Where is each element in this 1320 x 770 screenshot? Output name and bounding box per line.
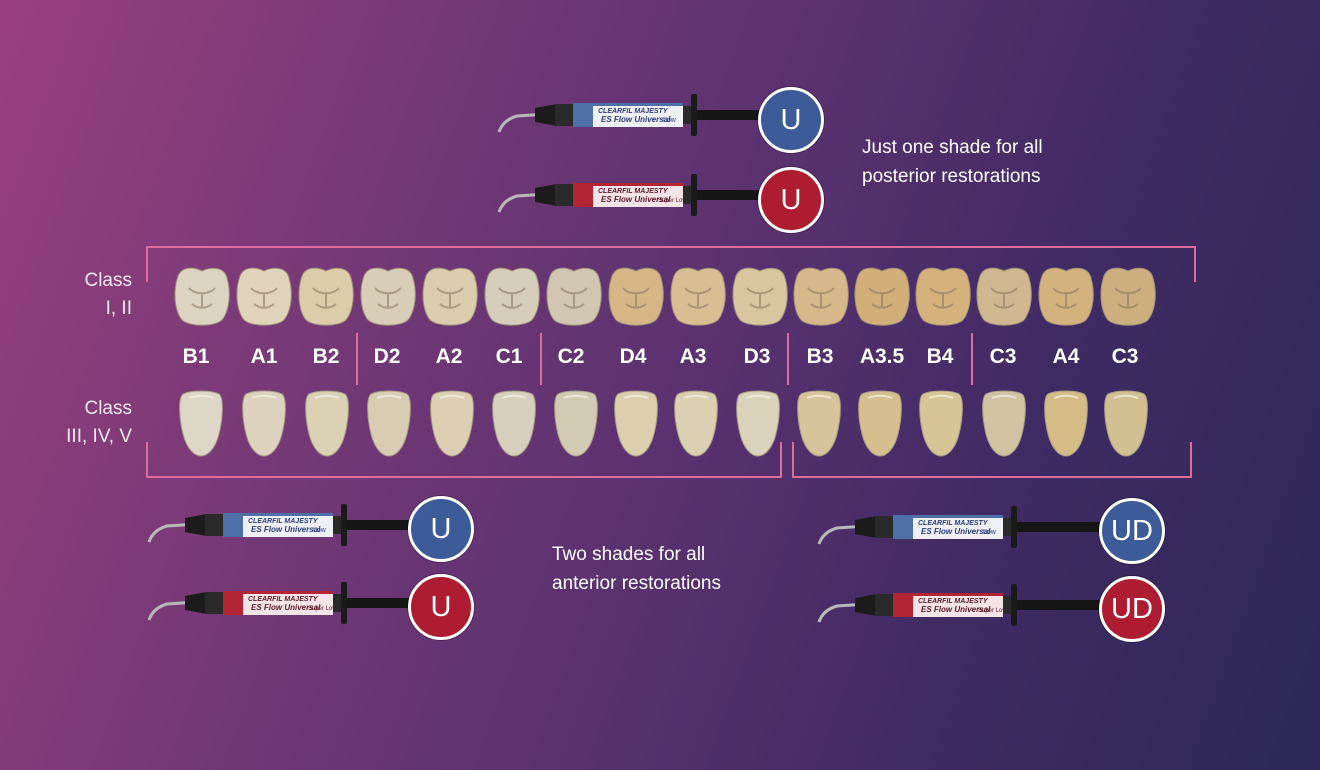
syringe-brand-text: CLEARFIL MAJESTY: [598, 188, 669, 195]
syringe-product-text: ES Flow Universal: [251, 603, 321, 612]
syringe-product-text: ES Flow Universal: [251, 525, 321, 534]
incisor-tooth-c3: [982, 390, 1026, 457]
badge-right-low: UD: [1099, 498, 1165, 564]
shade-group-separator: [356, 333, 358, 385]
incisor-tooth-c1: [492, 390, 536, 457]
syringe-product-text: ES Flow Universal: [921, 527, 991, 536]
bracket-posterior: [146, 246, 1196, 282]
shade-label: A3.5: [859, 345, 905, 368]
bottom-note-line-2: anterior restorations: [552, 573, 721, 594]
syringe-product-text: ES Flow Universal: [921, 605, 991, 614]
molar-tooth-a1: [236, 267, 292, 326]
top-note: Just one shade for all posterior restora…: [862, 133, 1043, 191]
bracket-anterior-left: [146, 442, 782, 478]
molar-tooth-d3: [732, 267, 788, 326]
incisor-tooth-d2: [367, 390, 411, 457]
molar-tooth-b4: [915, 267, 971, 326]
syringe-left-low: CLEARFIL MAJESTY ES Flow Universal Low: [147, 504, 412, 546]
molar-tooth-d4: [608, 267, 664, 326]
syringe-brand-text: CLEARFIL MAJESTY: [918, 520, 989, 527]
shade-label: C3: [1111, 345, 1139, 368]
molar-tooth-a3: [670, 267, 726, 326]
class-label-anterior-line-1: Class: [84, 398, 132, 419]
shade-label: A3: [679, 345, 707, 368]
syringe-viscosity-text: Low: [313, 527, 327, 534]
incisor-tooth-b2: [305, 390, 349, 457]
badge-left-super-low: U: [408, 574, 474, 640]
syringe-viscosity-text: Low: [663, 117, 677, 124]
top-note-line-2: posterior restorations: [862, 166, 1041, 187]
syringe-viscosity-text: Low: [983, 529, 997, 536]
syringe-product-text: ES Flow Universal: [601, 195, 671, 204]
shade-label: B4: [926, 345, 954, 368]
molar-tooth-b2: [298, 267, 354, 326]
incisor-tooth-a4: [1044, 390, 1088, 457]
molar-tooth-d2: [360, 267, 416, 326]
shade-label: C1: [495, 345, 523, 368]
shade-label: B3: [806, 345, 834, 368]
shade-label: A2: [435, 345, 463, 368]
shade-label: A4: [1052, 345, 1080, 368]
bracket-anterior-right: [792, 442, 1192, 478]
molar-tooth-c3: [976, 267, 1032, 326]
incisor-tooth-c2: [554, 390, 598, 457]
shade-group-separator: [787, 333, 789, 385]
incisor-tooth-d4: [614, 390, 658, 457]
shade-label: D2: [373, 345, 401, 368]
syringe-right-low: CLEARFIL MAJESTY ES Flow Universal Low: [817, 506, 1102, 548]
syringe-brand-text: CLEARFIL MAJESTY: [598, 108, 669, 115]
shade-label: A1: [250, 345, 278, 368]
incisor-tooth-d3: [736, 390, 780, 457]
class-label-posterior-line-2: I, II: [105, 298, 132, 319]
incisor-tooth-a2: [430, 390, 474, 457]
syringe-top-super-low: CLEARFIL MAJESTY ES Flow Universal Super…: [497, 174, 762, 216]
badge-top-super-low: U: [758, 167, 824, 233]
class-label-anterior: Class III, IV, V: [30, 395, 132, 451]
shade-label: D4: [619, 345, 647, 368]
molar-tooth-a3-5: [854, 267, 910, 326]
shade-label: B2: [312, 345, 340, 368]
syringe-top-low: CLEARFIL MAJESTY ES Flow Universal Low: [497, 94, 762, 136]
incisor-tooth-a1: [242, 390, 286, 457]
incisor-tooth-b1: [179, 390, 223, 457]
molar-tooth-c2: [546, 267, 602, 326]
incisor-tooth-c3-second: [1104, 390, 1148, 457]
badge-left-low: U: [408, 496, 474, 562]
molar-tooth-c3-second: [1100, 267, 1156, 326]
shade-label: C2: [557, 345, 585, 368]
syringe-product-text: ES Flow Universal: [601, 115, 671, 124]
syringe-right-super-low: CLEARFIL MAJESTY ES Flow Universal Super…: [817, 584, 1102, 626]
shade-label: D3: [743, 345, 771, 368]
syringe-left-super-low: CLEARFIL MAJESTY ES Flow Universal Super…: [147, 582, 412, 624]
syringe-viscosity-text: Super Low: [308, 606, 337, 612]
syringe-brand-text: CLEARFIL MAJESTY: [248, 596, 319, 603]
top-note-line-1: Just one shade for all: [862, 137, 1043, 158]
molar-tooth-a2: [422, 267, 478, 326]
badge-top-low: U: [758, 87, 824, 153]
class-label-posterior-line-1: Class: [84, 270, 132, 291]
shade-group-separator: [971, 333, 973, 385]
badge-right-super-low: UD: [1099, 576, 1165, 642]
class-label-posterior: Class I, II: [40, 267, 132, 323]
syringe-viscosity-text: Super Low: [978, 608, 1007, 614]
incisor-tooth-a3-5: [858, 390, 902, 457]
molar-tooth-a4: [1038, 267, 1094, 326]
incisor-tooth-b4: [919, 390, 963, 457]
incisor-tooth-b3: [797, 390, 841, 457]
molar-tooth-c1: [484, 267, 540, 326]
molar-tooth-b3: [793, 267, 849, 326]
syringe-brand-text: CLEARFIL MAJESTY: [918, 598, 989, 605]
class-label-anterior-line-2: III, IV, V: [66, 426, 132, 447]
shade-group-separator: [540, 333, 542, 385]
molar-tooth-b1: [174, 267, 230, 326]
incisor-tooth-a3: [674, 390, 718, 457]
bottom-note-line-1: Two shades for all: [552, 544, 706, 565]
shade-label: C3: [989, 345, 1017, 368]
bottom-note: Two shades for all anterior restorations: [552, 540, 721, 598]
syringe-brand-text: CLEARFIL MAJESTY: [248, 518, 319, 525]
shade-label: B1: [182, 345, 210, 368]
syringe-viscosity-text: Super Low: [658, 198, 687, 204]
